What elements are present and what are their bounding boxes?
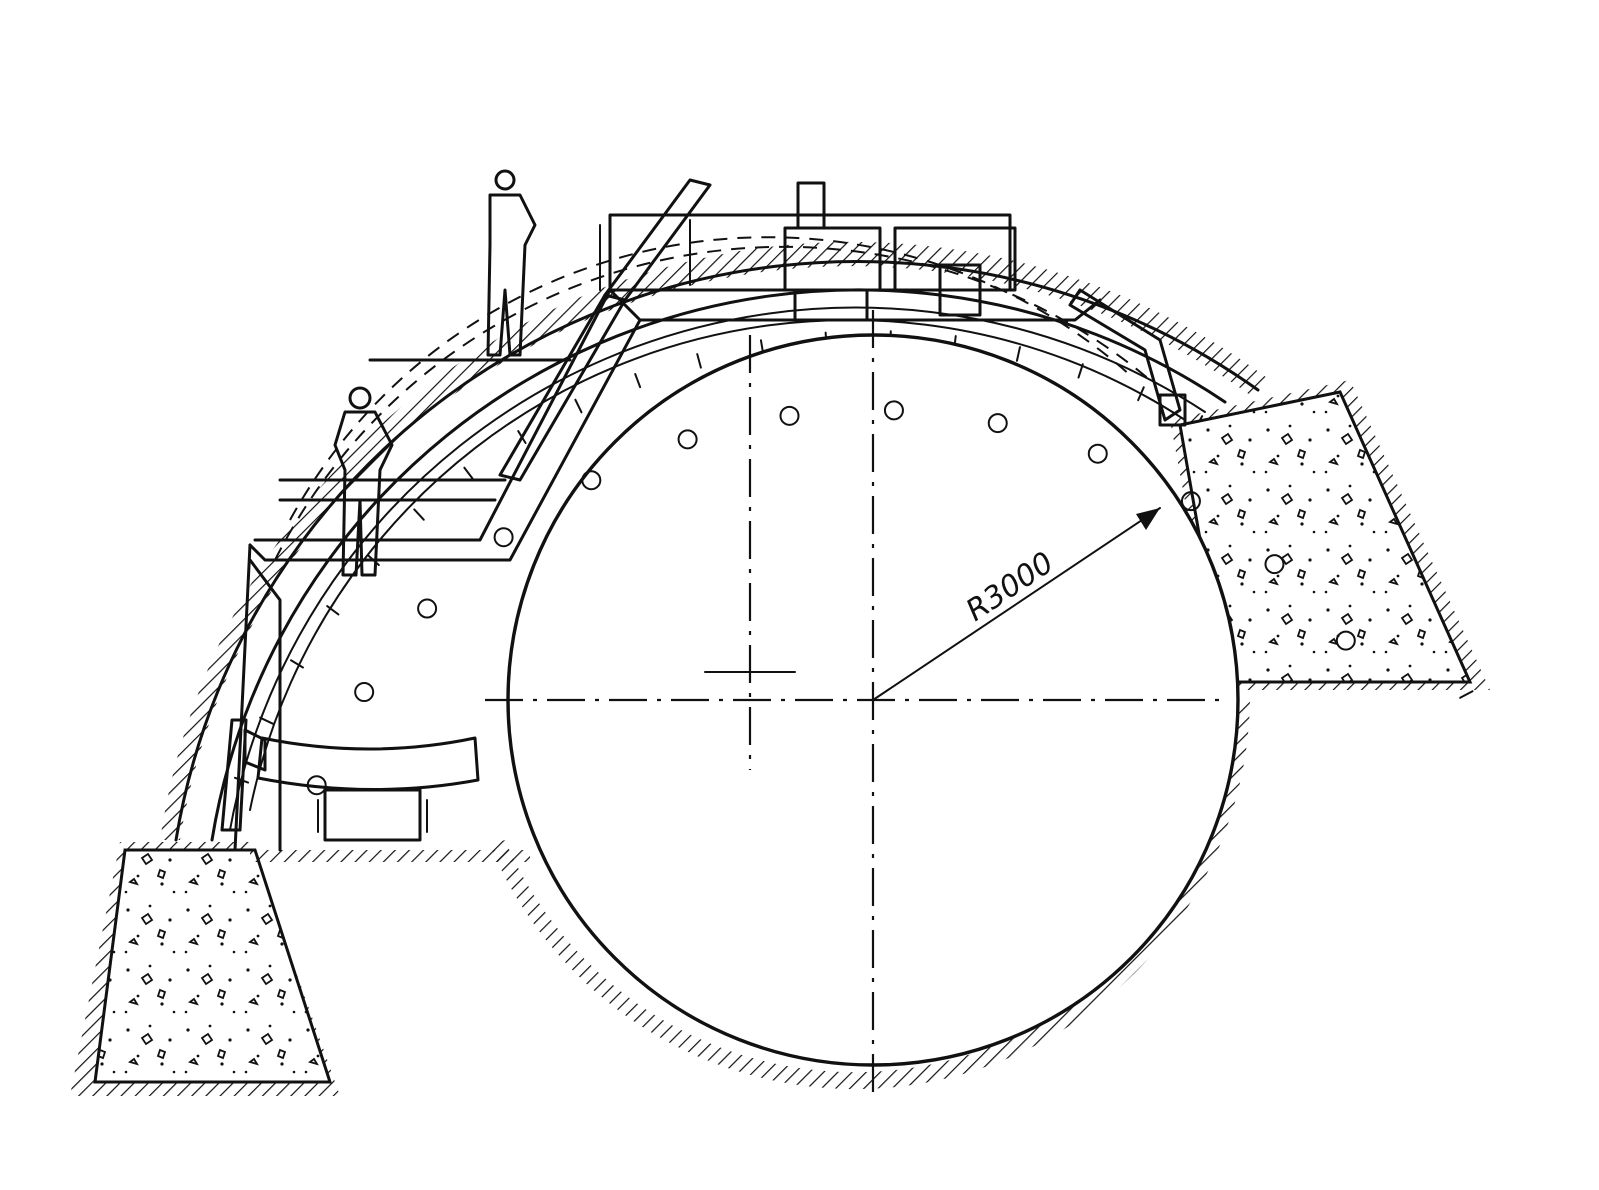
roller-wheel (1264, 554, 1285, 575)
roller-wheel (493, 527, 514, 548)
curved-formwork-beam (256, 736, 480, 842)
radius-dimension (872, 507, 1161, 701)
lining-cross-mark (413, 508, 425, 521)
worker-figure-upper (486, 169, 537, 357)
right-hydraulic-jack (1068, 288, 1187, 427)
lining-cross-mark (259, 716, 274, 725)
rock-hatch-arch (160, 241, 1270, 841)
left-concrete-footing (70, 842, 340, 1096)
centre-axes (485, 310, 1225, 1100)
roller-wheel (677, 429, 698, 450)
roller-wheel (1335, 630, 1356, 651)
lining-cross-mark (696, 353, 702, 369)
lining-cross-mark (574, 398, 583, 414)
roller-wheel (354, 682, 375, 703)
lining-cross-mark (289, 659, 304, 669)
lining-rollers (306, 400, 1356, 796)
roller-wheel (1087, 443, 1108, 464)
roller-wheel (779, 405, 800, 426)
lining-cross-mark (463, 466, 474, 480)
right-concrete-footing (1170, 380, 1490, 690)
left-support-leg (220, 718, 267, 832)
work-platform-gantry (233, 178, 1102, 852)
lining-cross-mark (1137, 386, 1145, 402)
lining-cross-mark (634, 372, 642, 389)
roller-wheel (883, 400, 904, 421)
lining-cross-mark (1459, 690, 1474, 699)
roller-wheel (417, 598, 438, 619)
floor-hatch (250, 850, 530, 862)
roller-wheel (1180, 491, 1201, 512)
lining-cross-mark (1015, 346, 1021, 362)
roller-wheel (581, 470, 602, 491)
lining-cross-mark (326, 605, 340, 616)
worker-figure-lower (333, 386, 394, 577)
roller-wheel (987, 413, 1008, 434)
lining-cross-mark (1077, 363, 1084, 379)
